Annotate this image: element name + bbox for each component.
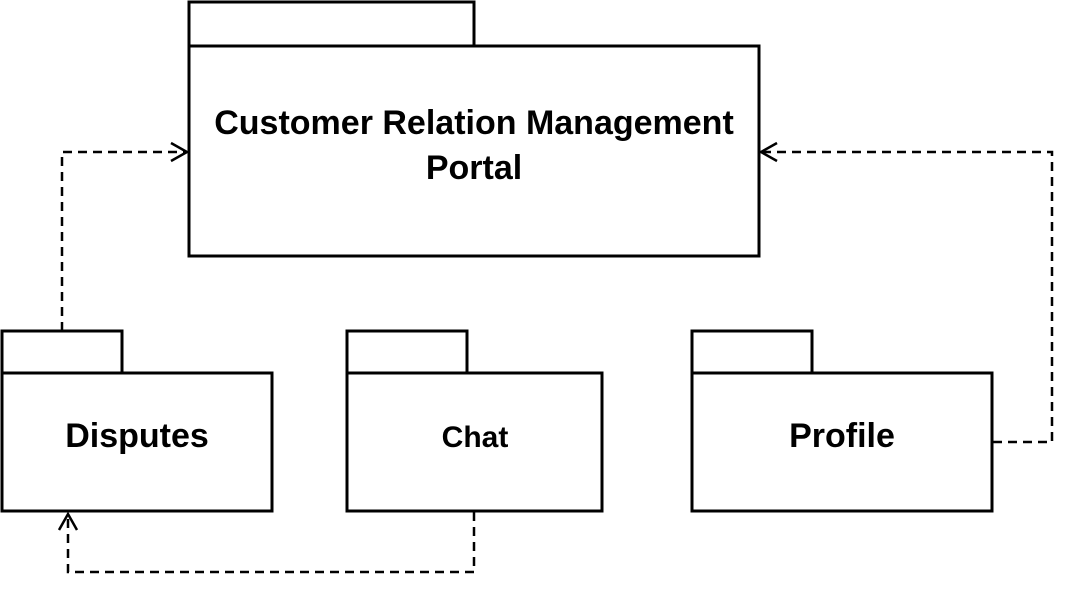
dependency-disputes-to-crm xyxy=(60,141,190,331)
dependency-profile-to-crm-arrowhead xyxy=(758,141,778,163)
package-chat[interactable]: Chat xyxy=(345,329,604,513)
package-crm-portal-label-line1: Customer Relation Management xyxy=(214,104,734,142)
dependency-disputes-to-crm-arrowhead xyxy=(170,141,190,163)
package-crm-portal-tab xyxy=(187,0,476,48)
package-profile-body xyxy=(690,371,994,513)
package-crm-portal-label-line2: Portal xyxy=(426,149,522,187)
dependency-profile-to-crm-line xyxy=(762,150,1054,444)
package-crm-portal-body xyxy=(187,44,761,258)
package-crm-portal[interactable]: Customer Relation Management Portal xyxy=(187,0,761,258)
package-chat-tab xyxy=(345,329,469,375)
dependency-chat-to-disputes xyxy=(57,511,476,574)
dependency-chat-to-disputes-line xyxy=(66,512,476,574)
package-profile-label: Profile xyxy=(789,417,895,455)
package-chat-label: Chat xyxy=(442,421,509,454)
dependency-chat-to-disputes-arrowhead xyxy=(57,511,79,531)
dependency-profile-to-crm xyxy=(758,141,1054,444)
package-chat-body xyxy=(345,371,604,513)
package-disputes-body xyxy=(0,371,274,513)
package-disputes[interactable]: Disputes xyxy=(0,329,274,513)
package-profile[interactable]: Profile xyxy=(690,329,994,513)
dependency-disputes-to-crm-line xyxy=(60,150,186,331)
package-disputes-tab xyxy=(0,329,124,375)
package-profile-tab xyxy=(690,329,814,375)
package-disputes-label: Disputes xyxy=(65,417,209,455)
